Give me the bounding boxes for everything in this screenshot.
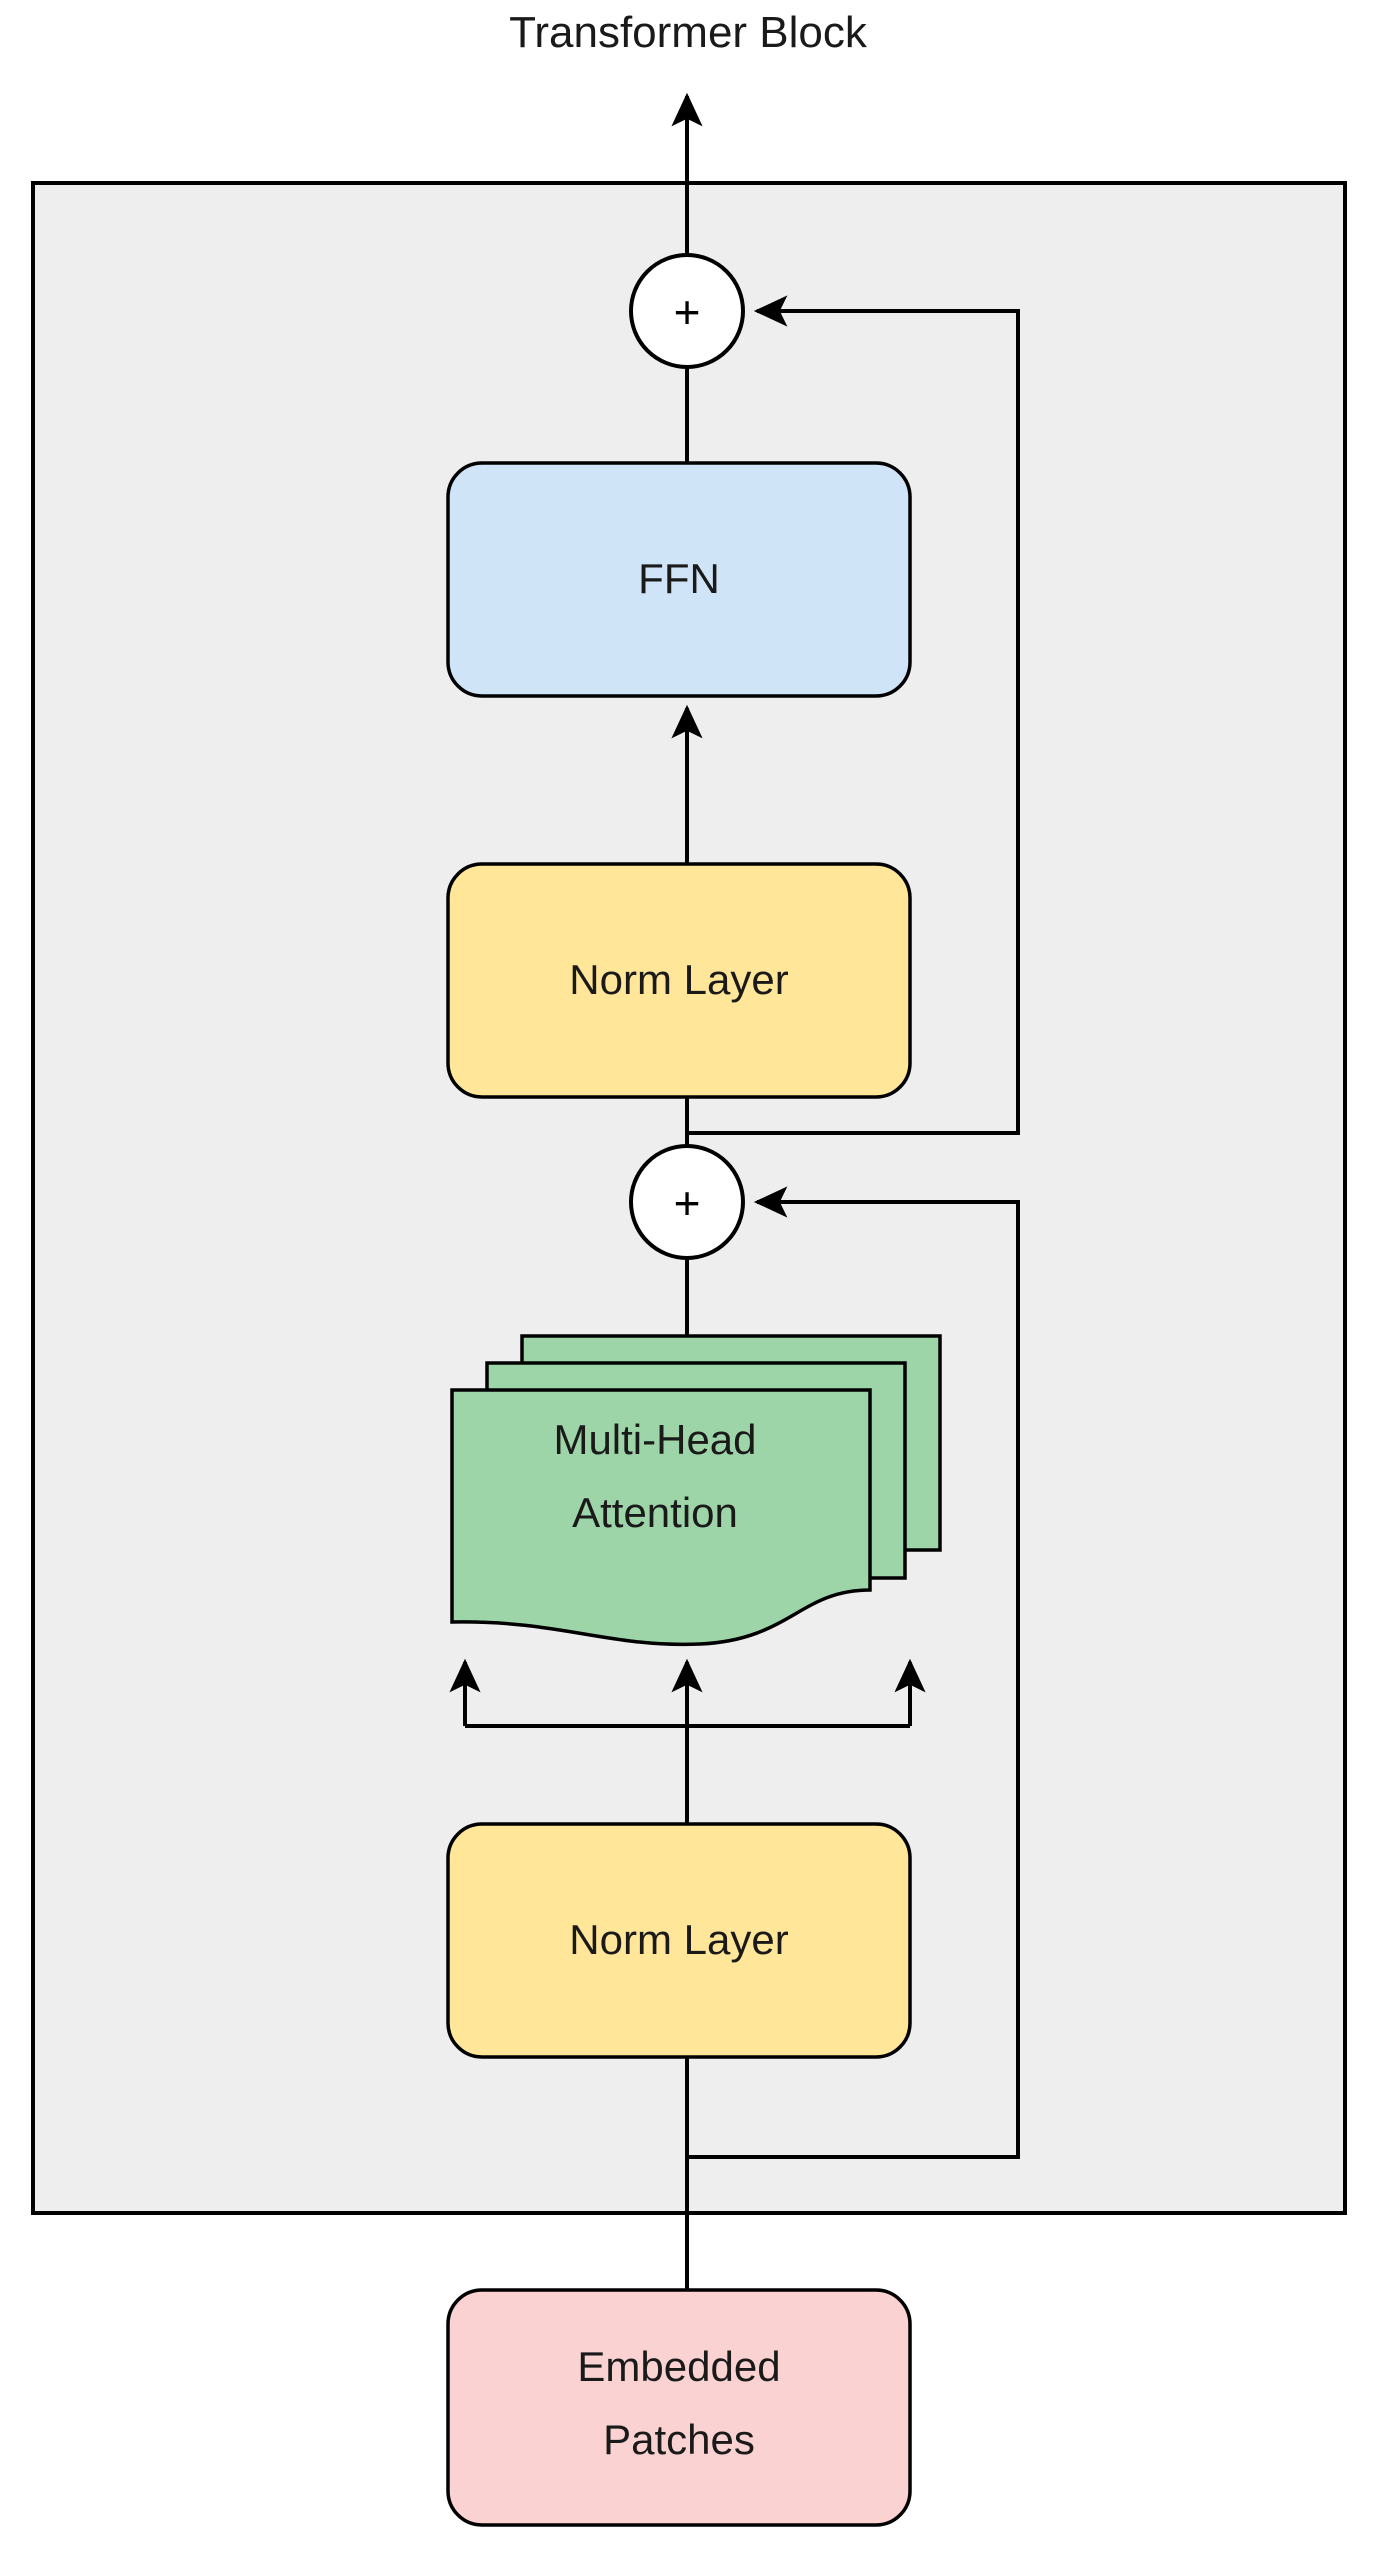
ffn-shape <box>446 461 912 698</box>
norm-layer-1-label: Norm Layer <box>569 1916 788 1963</box>
node-norm-layer-2: Norm Layer <box>446 862 912 1099</box>
attention-label-line-2: Attention <box>572 1489 738 1536</box>
embedded-patches-label-line-1: Embedded <box>577 2343 780 2390</box>
edge-residual-skip-upper <box>687 295 1020 1135</box>
add-1-plus-icon: + <box>674 286 701 338</box>
edge-residual-skip-lower <box>687 1186 1020 2159</box>
node-add-2: + <box>629 1144 745 1260</box>
node-embedded-patches: Embedded Patches <box>446 2288 912 2527</box>
node-multi-head-attention: Multi-Head Attention <box>450 1334 942 1647</box>
node-norm-layer-1: Norm Layer <box>446 1822 912 2059</box>
add-2-plus-icon: + <box>674 1177 701 1229</box>
norm-layer-1-shape <box>446 1822 912 2059</box>
embedded-patches-label-line-2: Patches <box>603 2416 755 2463</box>
diagram-title: Transformer Block <box>509 8 868 57</box>
node-add-1: + <box>629 253 745 369</box>
attention-stack-sheet-1 <box>450 1388 872 1647</box>
embedded-patches-shape <box>446 2288 912 2527</box>
attention-label-line-1: Multi-Head <box>553 1416 756 1463</box>
norm-layer-2-label: Norm Layer <box>569 956 788 1003</box>
edge-norm-layer-1-to-attention-qkv <box>449 1658 926 1824</box>
ffn-label: FFN <box>638 555 720 602</box>
norm-layer-2-shape <box>446 862 912 1099</box>
node-ffn: FFN <box>446 461 912 698</box>
